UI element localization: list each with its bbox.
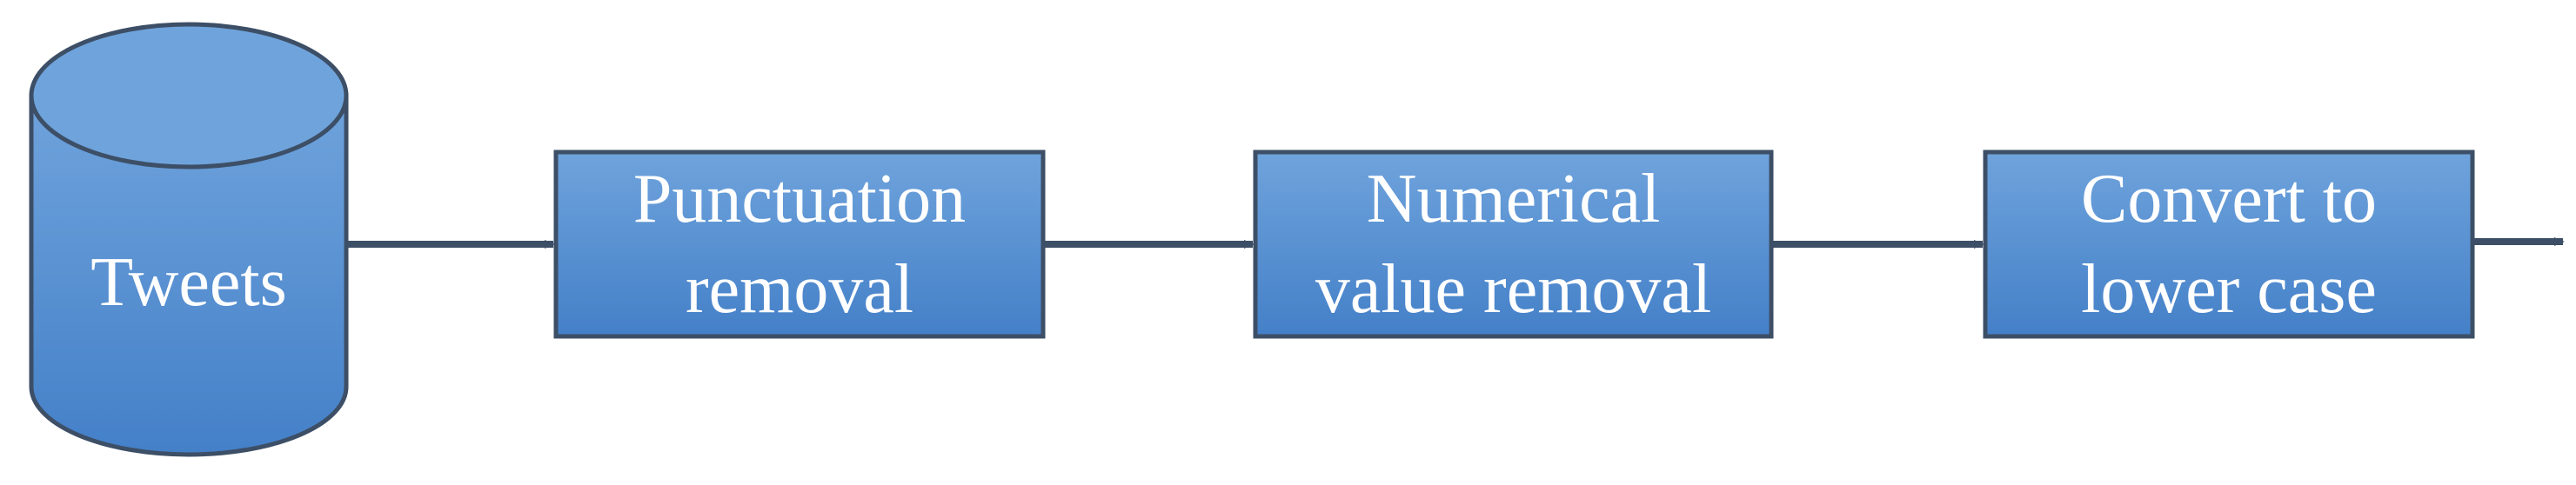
convert-to-lower-case-line-2: lower case	[2081, 251, 2377, 328]
convert-to-lower-case-label: Convert to lower case	[1985, 152, 2472, 336]
cylinder-top	[29, 22, 349, 169]
convert-to-lower-case-line-1: Convert to	[2081, 161, 2377, 237]
punctuation-removal-line-1: Punctuation	[632, 161, 967, 237]
numerical-value-removal-line-1: Numerical	[1366, 161, 1661, 237]
tweets-label: Tweets	[31, 200, 346, 365]
step-box-convert-to-lower-case	[1983, 149, 2475, 339]
punctuation-removal-line-2: removal	[685, 251, 914, 328]
numerical-value-removal-label: Numerical value removal	[1255, 152, 1771, 336]
cylinder-body	[29, 93, 349, 457]
tweets-database-cylinder	[29, 22, 349, 457]
numerical-value-removal-line-2: value removal	[1315, 251, 1712, 328]
tweets-label-text: Tweets	[90, 244, 287, 321]
punctuation-removal-label: Punctuation removal	[556, 152, 1043, 336]
step-box-punctuation-removal	[553, 149, 1046, 339]
